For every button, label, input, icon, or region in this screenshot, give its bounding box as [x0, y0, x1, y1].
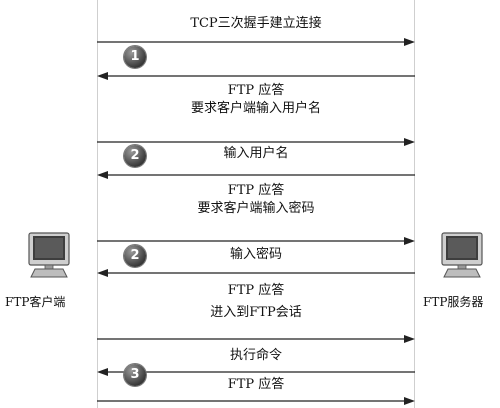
- message-enter-username: 输入用户名: [97, 145, 415, 163]
- server-computer-icon: [440, 232, 484, 282]
- arrow-to-client: [97, 268, 415, 278]
- message-line: 输入用户名: [223, 146, 289, 161]
- message-enter-password: 输入密码: [97, 246, 415, 264]
- client-label: FTP客户端: [5, 295, 66, 309]
- arrow-to-server: [97, 37, 415, 47]
- message-ftp-reply-session: FTP 应答 进入到FTP会话: [97, 282, 415, 322]
- message-line: 要求客户端输入用户名: [190, 101, 321, 116]
- step-badge: 1: [124, 46, 146, 68]
- arrow-to-server: [97, 236, 415, 246]
- step-badge: 2: [124, 245, 146, 267]
- arrow-to-server: [97, 137, 415, 147]
- message-ftp-reply-final: FTP 应答: [97, 376, 415, 394]
- message-line: 进入到FTP会话: [210, 305, 302, 320]
- message-ftp-reply-password: FTP 应答 要求客户端输入密码: [97, 182, 415, 218]
- message-line: TCP三次握手建立连接: [190, 16, 322, 31]
- message-line: 要求客户端输入密码: [197, 201, 315, 216]
- arrow-to-server: [97, 334, 415, 344]
- step-badge: 3: [124, 364, 146, 386]
- message-execute-command: 执行命令: [97, 347, 415, 365]
- client-computer-icon: [27, 232, 71, 282]
- client-lifeline: [97, 0, 98, 408]
- message-tcp-handshake: TCP三次握手建立连接: [97, 15, 415, 33]
- message-line: FTP 应答: [227, 83, 285, 98]
- step-badge: 2: [124, 145, 146, 167]
- message-line: 执行命令: [229, 348, 282, 363]
- arrow-to-server: [97, 396, 415, 406]
- server-lifeline: [414, 0, 415, 408]
- arrow-to-client: [97, 71, 415, 81]
- message-line: FTP 应答: [227, 377, 285, 392]
- message-ftp-reply-username: FTP 应答 要求客户端输入用户名: [97, 82, 415, 118]
- message-line: FTP 应答: [227, 283, 285, 298]
- message-line: FTP 应答: [227, 183, 285, 198]
- arrow-to-client: [97, 367, 415, 377]
- server-label: FTP服务器: [423, 295, 484, 309]
- arrow-to-client: [97, 170, 415, 180]
- message-line: 输入密码: [229, 247, 282, 262]
